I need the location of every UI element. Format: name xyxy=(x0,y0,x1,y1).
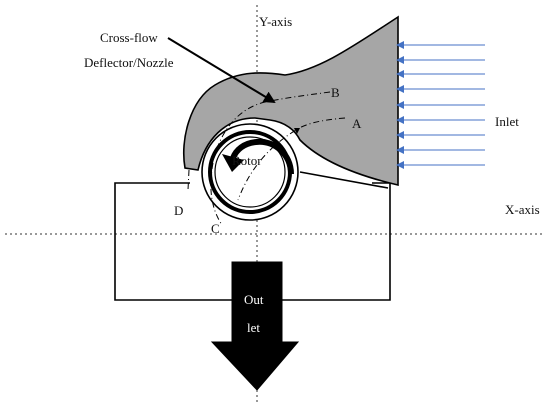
flow-line-d xyxy=(187,169,190,191)
rotation-arrowhead xyxy=(222,154,244,172)
outlet-arrow xyxy=(210,261,300,391)
point-a-label: A xyxy=(352,116,362,131)
y-axis-label: Y-axis xyxy=(259,14,292,29)
outlet-label-line2: let xyxy=(247,320,260,335)
nozzle-body xyxy=(183,15,399,187)
flow-line-c xyxy=(210,162,223,226)
point-d-label: D xyxy=(174,203,183,218)
inlet-label: Inlet xyxy=(495,114,519,129)
casing-right-top xyxy=(299,171,389,189)
outlet-label-line1: Out xyxy=(244,292,264,307)
flow-line-a xyxy=(237,117,346,201)
point-b-label: B xyxy=(331,85,340,100)
x-axis-label: X-axis xyxy=(505,202,540,217)
point-c-label: C xyxy=(211,221,220,236)
rotor-label: Rotor xyxy=(232,153,262,168)
deflector-label-line2: Deflector/Nozzle xyxy=(84,55,174,70)
rotor-inner xyxy=(214,136,286,208)
deflector-label-line1: Cross-flow xyxy=(100,30,158,45)
deflector-pointer xyxy=(167,37,276,104)
point-a-marker xyxy=(294,128,300,134)
inlet-arrows xyxy=(396,41,485,169)
rotation-arc xyxy=(230,138,294,175)
